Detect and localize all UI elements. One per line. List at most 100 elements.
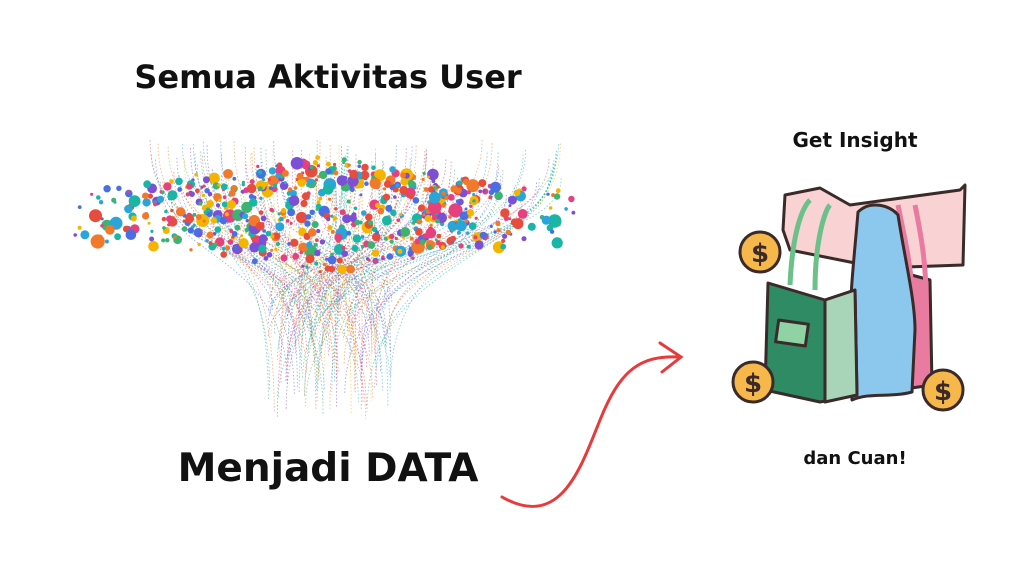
data-dot [186,183,193,190]
data-dot [415,228,423,236]
data-dot [301,192,310,201]
data-dot [256,164,260,169]
data-dot [297,178,307,187]
data-dot [468,222,477,231]
data-dot [249,242,260,253]
data-dot [459,211,469,221]
data-dot [341,250,348,257]
insight-bottom-text: dan Cuan! [803,448,907,469]
data-dot [478,189,483,194]
data-dot [333,170,339,176]
shopping-bags-icon: $ $ $ [731,183,967,412]
data-dot [189,248,193,252]
data-stream-line [220,141,274,310]
data-dot [364,181,369,186]
data-dot [149,236,155,242]
data-dot [464,207,468,211]
data-dot [287,242,291,246]
data-dot [251,258,258,265]
data-dot [341,157,347,163]
data-dot [307,178,314,185]
data-dot [198,201,203,206]
data-dot [455,220,467,232]
data-dot [399,212,403,216]
data-dot [325,161,331,167]
data-dot [269,207,274,212]
data-dot [283,181,287,185]
data-dot [275,241,281,247]
data-dot [397,248,403,254]
data-dot [326,217,331,222]
data-dot [289,221,293,225]
data-dot [192,213,197,217]
data-dot [290,157,304,170]
data-dot [399,185,409,195]
data-dot [411,256,415,260]
data-dot [258,234,268,243]
data-dot [327,255,337,265]
data-dot [248,198,258,207]
data-dot [217,183,221,187]
data-dot [368,220,373,226]
data-dot [527,222,536,231]
data-dot [147,193,153,199]
data-dot [312,160,318,166]
data-dot [208,241,213,245]
data-stream-line [313,196,416,336]
data-dot [262,229,266,233]
data-dot [472,199,476,203]
data-dot [369,177,381,189]
data-stream-line [265,182,341,316]
data-dot [274,247,278,252]
data-dot [422,171,426,176]
data-dot [440,245,445,250]
data-stream-line [289,165,500,342]
data-dot [225,245,231,251]
data-dot [466,209,474,217]
svg-text:$: $ [751,239,769,269]
data-dot [458,243,464,249]
data-dot [281,207,287,214]
data-dot [330,214,334,218]
data-dot [337,264,347,274]
data-dot [224,212,229,217]
data-dot [426,175,430,179]
data-stream-line [350,184,525,343]
data-dot [162,226,166,230]
data-dot [260,215,267,222]
data-dot [449,235,457,242]
data-dot [220,183,228,191]
data-dot [314,178,318,182]
data-dot [466,244,471,249]
data-dot [267,178,271,182]
data-dot [367,241,376,249]
data-dot [219,216,228,225]
data-dot [383,180,392,188]
data-dot [386,253,394,260]
data-dot [195,214,202,220]
data-stream-line [360,175,502,383]
data-dot [305,254,315,264]
data-dot [448,215,452,219]
data-stream-line [298,170,355,349]
data-dot [318,196,323,201]
data-dot [324,265,331,272]
data-dot [431,179,436,183]
data-dot [204,188,210,194]
data-dot [130,215,137,222]
data-dot [104,239,109,244]
data-dot [268,186,273,191]
data-dot [421,177,425,181]
data-dot [271,186,278,193]
data-dot [214,226,222,233]
data-dot [187,227,194,234]
data-dot [339,209,346,216]
data-dot [128,195,141,208]
data-dot [349,214,357,223]
data-dot [450,228,454,233]
data-dot [315,207,319,211]
data-dot [314,238,319,243]
data-dot [248,193,255,200]
data-dot [341,245,346,251]
data-dot [322,262,327,267]
